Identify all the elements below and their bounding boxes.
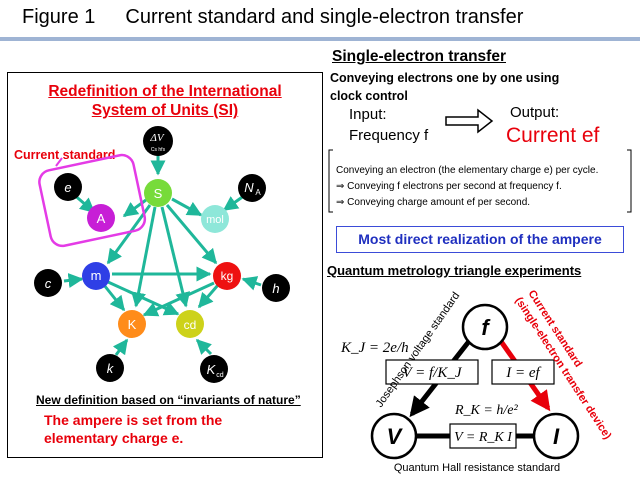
ampere-note: The ampere is set from the elementary ch… — [44, 411, 222, 447]
bullet-bracket — [328, 149, 632, 213]
const-dv-label: ΔV — [149, 132, 164, 144]
node-S-label: S — [154, 186, 163, 201]
title-divider — [0, 37, 640, 41]
node-kg-label: kg — [221, 269, 234, 283]
connection-arrow — [171, 197, 203, 217]
const-NA-sub: A — [255, 188, 261, 197]
const-h: h — [262, 274, 290, 302]
direct-realization-box: Most direct realization of the ampere — [336, 226, 624, 253]
ampere-note-line2: elementary charge e. — [44, 430, 184, 446]
connection-arrow — [160, 206, 191, 308]
figure-label: Figure 1 — [22, 6, 96, 28]
connection-arrow — [102, 284, 126, 312]
current-standard-label: Current standard — [14, 148, 116, 162]
const-Kcd: K cd — [200, 355, 228, 383]
eq-bottom-box — [449, 423, 517, 449]
si-panel-frame — [7, 72, 323, 458]
const-NA-label: N — [244, 180, 254, 195]
connection-arrow — [195, 338, 213, 356]
connection-arrow — [107, 280, 180, 316]
const-e: e — [54, 173, 82, 201]
connection-arrow — [112, 338, 129, 356]
triangle-node-I: I — [532, 412, 580, 460]
const-h-label: h — [272, 281, 279, 296]
const-e-label: e — [64, 180, 71, 195]
input-value: Frequency f — [349, 127, 429, 144]
connection-arrow — [241, 276, 262, 291]
output-value: Current ef — [506, 124, 600, 147]
node-A-label: A — [97, 211, 106, 226]
node-S: S — [144, 179, 172, 207]
triangle-V-label: V — [387, 424, 404, 449]
triangle-f-label: f — [481, 315, 491, 340]
connection-arrow — [197, 284, 220, 309]
node-mol: mol — [201, 205, 229, 233]
node-m-label: m — [91, 268, 102, 283]
hall-label: Quantum Hall resistance standard — [394, 462, 560, 474]
triangle-node-f: f — [461, 303, 509, 351]
si-heading: Redefinition of the International System… — [7, 82, 323, 120]
node-m: m — [82, 262, 110, 290]
input-label: Input: — [349, 106, 387, 123]
bullet-item: Conveying an electron (the elementary ch… — [336, 165, 599, 176]
const-Kcd-label: K — [207, 362, 217, 377]
connection-arrow — [63, 273, 84, 288]
figure-title-text: Current standard and single-electron tra… — [125, 6, 524, 28]
node-cd-label: cd — [184, 318, 197, 332]
eq-right-box — [491, 359, 555, 385]
set-subtitle: Conveying electrons one by one using clo… — [330, 69, 630, 105]
figure-title: Figure 1 Current standard and single-elec… — [22, 6, 523, 29]
rk-equation: R_K = h/e² — [454, 403, 518, 418]
const-k: k — [96, 354, 124, 382]
si-heading-line2: System of Units (SI) — [91, 102, 239, 119]
input-output-arrow — [445, 108, 494, 134]
const-k-label: k — [107, 361, 115, 376]
set-title: Single-electron transfer — [332, 48, 506, 65]
output-label: Output: — [510, 104, 560, 121]
triangle-I-label: I — [553, 424, 560, 449]
node-cd: cd — [176, 310, 204, 338]
const-dv: ΔV Cs hfs — [143, 126, 173, 156]
si-heading-line1: Redefinition of the International — [48, 83, 282, 100]
node-A: A — [87, 204, 115, 232]
const-Kcd-sub: cd — [216, 372, 224, 379]
node-K: K — [118, 310, 146, 338]
const-c: c — [34, 269, 62, 297]
connection-arrow — [131, 206, 157, 308]
const-c-label: c — [45, 276, 52, 291]
eq-left-box — [385, 359, 479, 385]
set-subtitle-line2: clock control — [330, 89, 408, 103]
current-standard-highlight — [38, 153, 147, 248]
triangle-title: Quantum metrology triangle experiments — [327, 263, 582, 278]
node-kg: kg — [213, 262, 241, 290]
node-K-label: K — [128, 317, 137, 332]
const-NA: N A — [238, 174, 266, 202]
triangle-node-V: V — [370, 412, 418, 460]
eq-right: I = ef — [505, 365, 541, 381]
const-dv-sub: Cs hfs — [151, 147, 166, 153]
bullet-item: ⇒ Conveying charge amount ef per second. — [336, 197, 531, 208]
ampere-note-line1: The ampere is set from the — [44, 412, 223, 428]
kj-equation: K_J = 2e/h — [340, 340, 409, 356]
si-connections — [63, 143, 262, 356]
eq-bottom: V = R_K I — [454, 430, 513, 445]
current-standard-pointer — [55, 157, 63, 167]
new-definition-text: New definition based on “invariants of n… — [36, 393, 301, 407]
eq-left: V = f/K_J — [402, 365, 462, 381]
node-mol-label: mol — [206, 214, 224, 226]
connection-arrow — [165, 204, 218, 265]
set-subtitle-line1: Conveying electrons one by one using — [330, 71, 560, 85]
bullet-item: ⇒ Conveying f electrons per second at fr… — [336, 181, 562, 192]
connection-arrow — [142, 281, 215, 317]
